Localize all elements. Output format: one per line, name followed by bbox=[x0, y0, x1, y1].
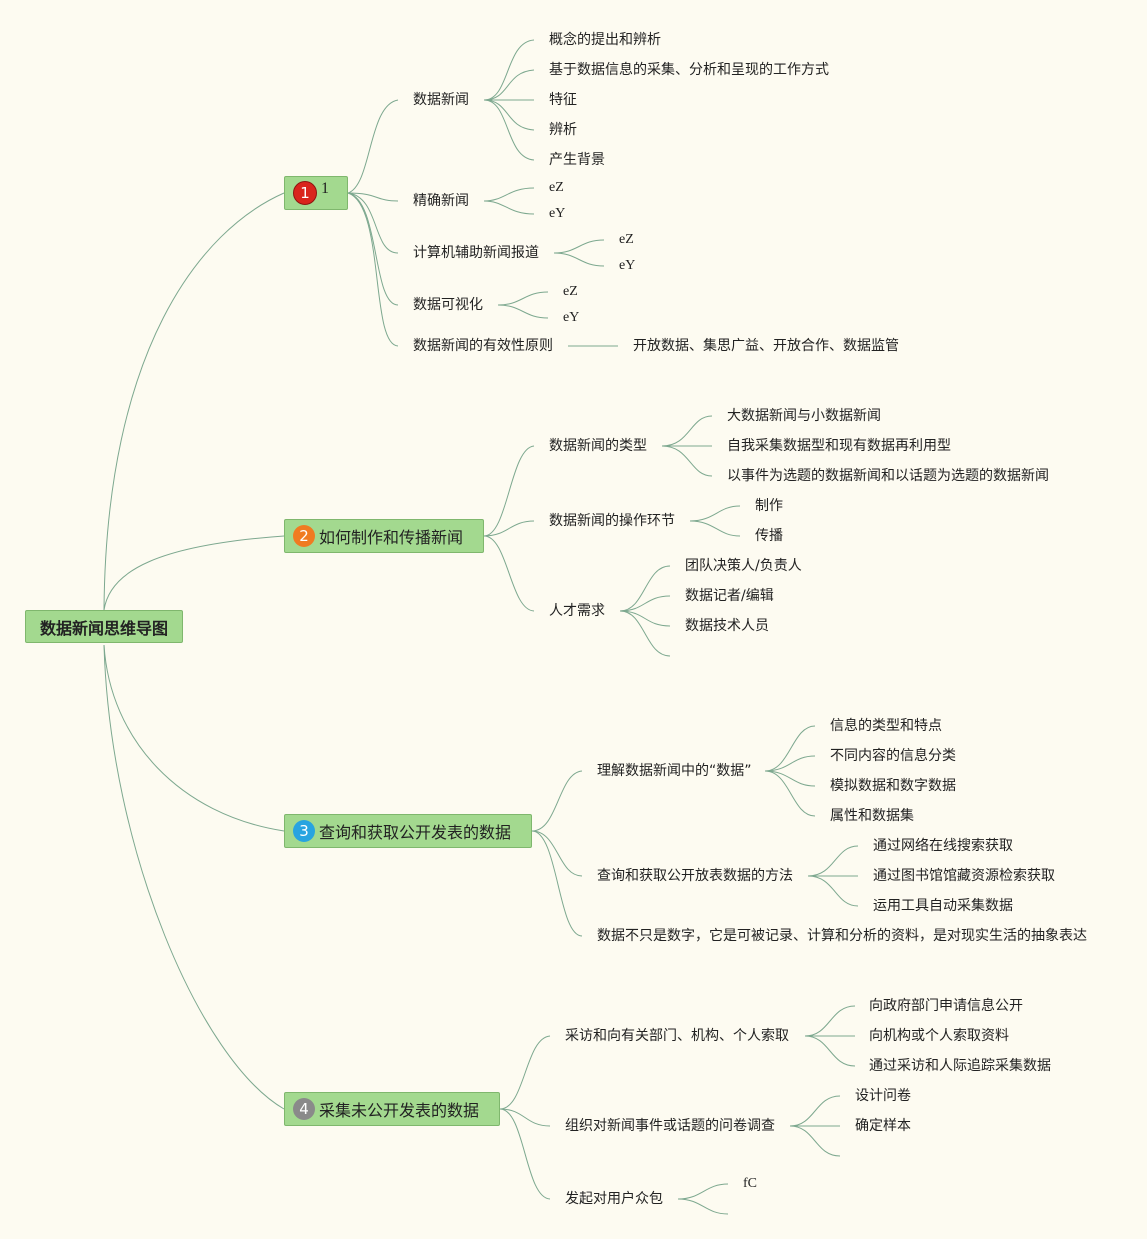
leaf-topic[interactable]: 运用工具自动采集数据 bbox=[873, 898, 1013, 914]
leaf-topic[interactable]: 设计问卷 bbox=[855, 1088, 911, 1104]
leaf-topic[interactable]: 通过图书馆馆藏资源检索获取 bbox=[873, 868, 1055, 884]
leaf-topic[interactable]: 不同内容的信息分类 bbox=[830, 748, 956, 764]
leaf-topic[interactable]: 确定样本 bbox=[855, 1118, 911, 1134]
leaf-topic[interactable]: eY bbox=[563, 310, 580, 325]
leaf-topic[interactable]: fC bbox=[743, 1176, 757, 1191]
branch-4[interactable]: 4 采集未公开发表的数据 bbox=[284, 1092, 500, 1126]
leaf-topic[interactable]: eZ bbox=[619, 232, 634, 247]
leaf-topic[interactable]: 开放数据、集思广益、开放合作、数据监管 bbox=[633, 338, 899, 354]
branch-2[interactable]: 2 如何制作和传播新闻 bbox=[284, 519, 484, 553]
leaf-topic[interactable]: 数据记者/编辑 bbox=[685, 588, 774, 604]
leaf-topic[interactable]: 信息的类型和特点 bbox=[830, 718, 942, 734]
leaf-topic[interactable]: 传播 bbox=[755, 528, 783, 544]
root-topic[interactable]: 数据新闻思维导图 bbox=[25, 610, 183, 643]
leaf-topic[interactable]: 产生背景 bbox=[549, 152, 605, 168]
subtopic[interactable]: 采访和向有关部门、机构、个人索取 bbox=[565, 1028, 789, 1044]
leaf-topic[interactable]: 大数据新闻与小数据新闻 bbox=[727, 408, 881, 424]
leaf-topic[interactable]: 以事件为选题的数据新闻和以话题为选题的数据新闻 bbox=[727, 468, 1049, 484]
leaf-topic[interactable]: 模拟数据和数字数据 bbox=[830, 778, 956, 794]
subtopic[interactable]: 发起对用户众包 bbox=[565, 1191, 663, 1207]
number-4-icon: 4 bbox=[293, 1098, 315, 1120]
leaf-topic[interactable]: 制作 bbox=[755, 498, 783, 514]
leaf-topic[interactable]: 基于数据信息的采集、分析和呈现的工作方式 bbox=[549, 62, 829, 78]
subtopic[interactable]: 数据可视化 bbox=[413, 297, 483, 313]
root-topic-label: 数据新闻思维导图 bbox=[39, 618, 168, 638]
leaf-topic[interactable]: 数据技术人员 bbox=[685, 618, 769, 634]
branch-3[interactable]: 3 查询和获取公开发表的数据 bbox=[284, 814, 532, 848]
leaf-topic[interactable]: 向政府部门申请信息公开 bbox=[869, 998, 1023, 1014]
branch-1-label: 1 bbox=[321, 180, 329, 197]
subtopic[interactable]: 组织对新闻事件或话题的问卷调查 bbox=[565, 1118, 775, 1134]
subtopic[interactable]: 查询和获取公开放表数据的方法 bbox=[597, 868, 793, 884]
number-2-icon: 2 bbox=[293, 525, 315, 547]
leaf-topic[interactable]: 团队决策人/负责人 bbox=[685, 558, 802, 574]
leaf-topic[interactable]: 通过网络在线搜索获取 bbox=[873, 838, 1013, 854]
leaf-topic[interactable]: eZ bbox=[549, 180, 564, 195]
leaf-topic[interactable]: eZ bbox=[563, 284, 578, 299]
leaf-topic[interactable]: 概念的提出和辨析 bbox=[549, 32, 661, 48]
subtopic[interactable]: 人才需求 bbox=[549, 603, 605, 619]
number-3-icon: 3 bbox=[293, 820, 315, 842]
leaf-topic[interactable]: 特征 bbox=[549, 92, 577, 108]
leaf-topic[interactable]: eY bbox=[619, 258, 636, 273]
leaf-topic[interactable]: 属性和数据集 bbox=[830, 808, 914, 824]
subtopic[interactable]: 理解数据新闻中的“数据” bbox=[597, 763, 752, 779]
subtopic[interactable]: 数据不只是数字，它是可被记录、计算和分析的资料，是对现实生活的抽象表达 bbox=[597, 928, 1087, 944]
subtopic[interactable]: 数据新闻的类型 bbox=[549, 438, 647, 454]
leaf-topic[interactable]: 自我采集数据型和现有数据再利用型 bbox=[727, 438, 951, 454]
branch-2-label: 如何制作和传播新闻 bbox=[319, 528, 464, 547]
subtopic[interactable]: 计算机辅助新闻报道 bbox=[413, 245, 539, 261]
leaf-topic[interactable]: 辨析 bbox=[549, 122, 577, 138]
branch-1[interactable]: 1 1 bbox=[284, 176, 348, 210]
subtopic[interactable]: 数据新闻的有效性原则 bbox=[413, 338, 553, 354]
branch-3-label: 查询和获取公开发表的数据 bbox=[319, 823, 512, 842]
subtopic[interactable]: 数据新闻 bbox=[413, 92, 469, 108]
subtopic[interactable]: 数据新闻的操作环节 bbox=[549, 513, 675, 529]
leaf-topic[interactable]: 向机构或个人索取资料 bbox=[869, 1028, 1009, 1044]
subtopic[interactable]: 精确新闻 bbox=[413, 193, 469, 209]
leaf-topic[interactable]: 通过采访和人际追踪采集数据 bbox=[869, 1058, 1051, 1074]
branch-4-label: 采集未公开发表的数据 bbox=[319, 1101, 480, 1120]
number-1-icon: 1 bbox=[293, 181, 317, 205]
leaf-topic[interactable]: eY bbox=[549, 206, 566, 221]
